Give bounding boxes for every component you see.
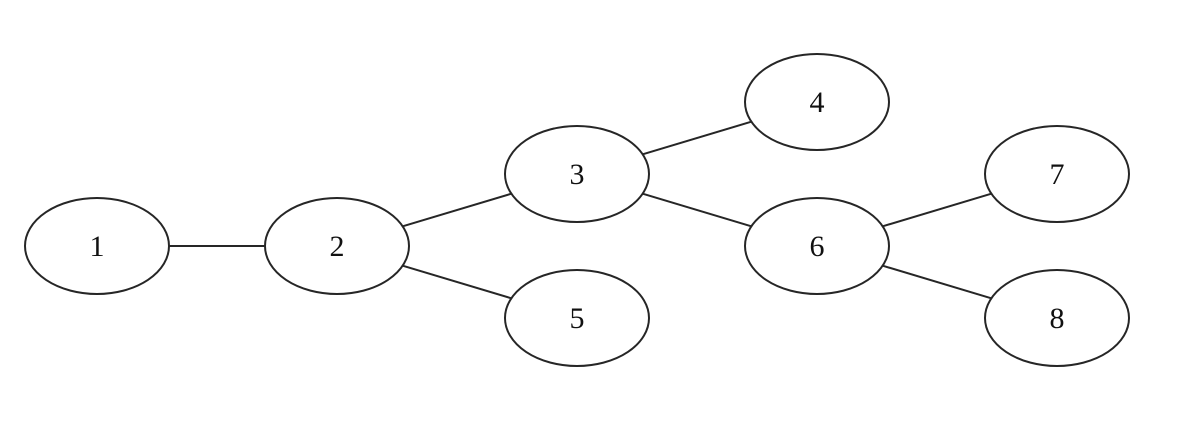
node-ellipse: [744, 53, 890, 151]
edge-3-6: [642, 192, 752, 228]
node-ellipse: [504, 269, 650, 367]
node-ellipse: [24, 197, 170, 295]
node-7: 7: [984, 125, 1130, 223]
node-1: 1: [24, 197, 170, 295]
node-8: 8: [984, 269, 1130, 367]
node-ellipse: [984, 125, 1130, 223]
node-5: 5: [504, 269, 650, 367]
node-label: 5: [570, 302, 585, 335]
edge-3-4: [642, 120, 752, 156]
node-4: 4: [744, 53, 890, 151]
node-label: 7: [1050, 158, 1065, 191]
edge-6-7: [882, 192, 992, 228]
node-label: 2: [330, 230, 345, 263]
edge-6-8: [882, 264, 992, 300]
node-label: 6: [810, 230, 825, 263]
node-label: 4: [810, 86, 825, 119]
node-label: 8: [1050, 302, 1065, 335]
node-ellipse: [264, 197, 410, 295]
nodes-group: 1 2 3 4 5 6 7 8: [24, 53, 1130, 367]
node-2: 2: [264, 197, 410, 295]
node-ellipse: [504, 125, 650, 223]
node-ellipse: [984, 269, 1130, 367]
node-3: 3: [504, 125, 650, 223]
node-6: 6: [744, 197, 890, 295]
node-ellipse: [744, 197, 890, 295]
node-label: 1: [90, 230, 105, 263]
edge-2-5: [402, 264, 512, 300]
node-label: 3: [570, 158, 585, 191]
edges-group: [169, 120, 992, 300]
edge-2-3: [402, 192, 512, 228]
